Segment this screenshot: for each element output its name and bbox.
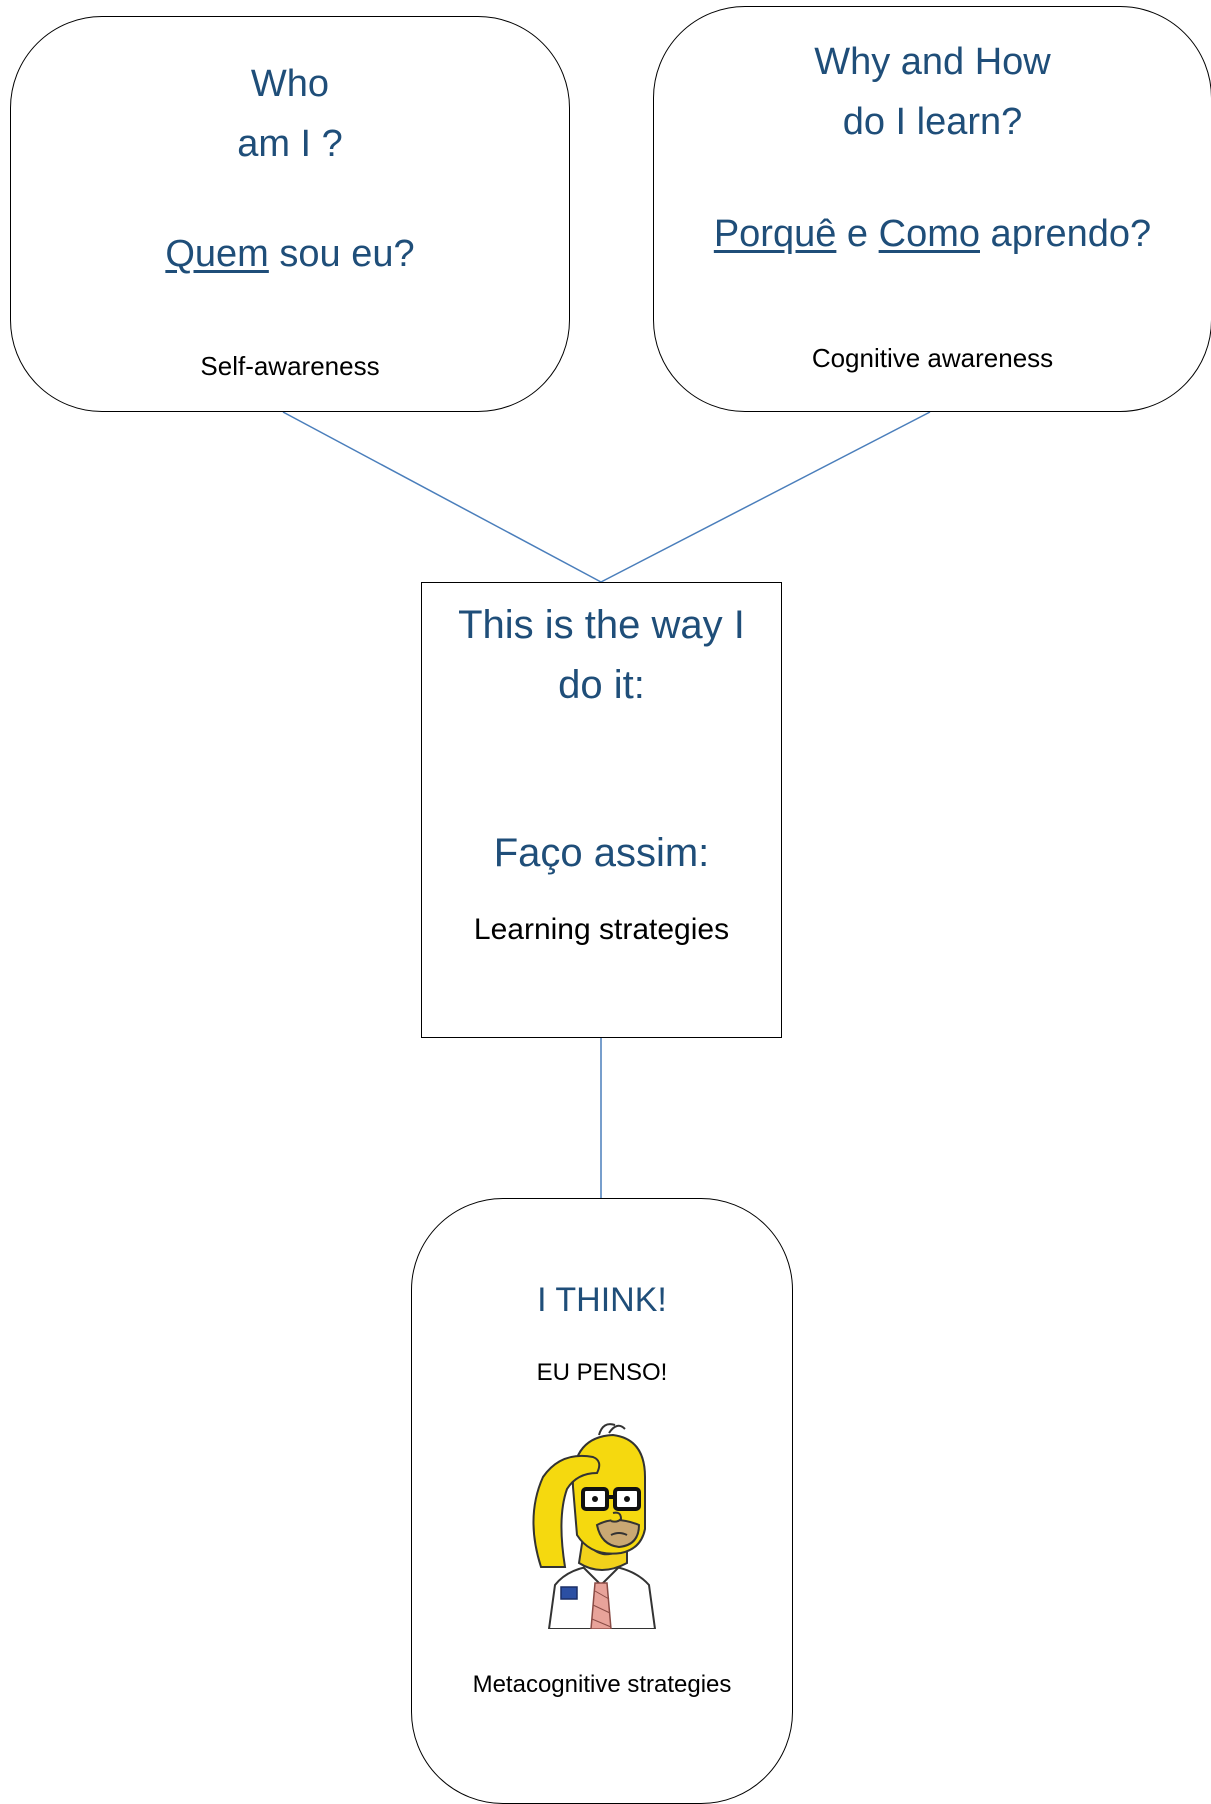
why-line-2: do I learn?: [842, 101, 1023, 143]
i-think-heading: I THINK!: [537, 1281, 667, 1319]
way-portuguese-text: Faço assim:: [493, 831, 710, 875]
who-am-i-box: Who am I ? Quem sou eu? Self-awareness: [10, 16, 570, 412]
who-pt-rest: sou eu?: [268, 233, 415, 275]
way-line-1: This is the way I: [458, 603, 745, 647]
connector-why-to-way: [600, 411, 931, 583]
who-line-2: am I ?: [237, 123, 343, 165]
cognitive-awareness-label: Cognitive awareness: [811, 343, 1054, 373]
way-line-2: do it:: [558, 663, 645, 707]
self-awareness-label: Self-awareness: [200, 351, 380, 381]
who-portuguese-question: Quem sou eu?: [11, 233, 569, 276]
why-pt-rest: aprendo?: [980, 213, 1152, 255]
eu-penso-text: EU PENSO!: [536, 1359, 668, 1386]
why-and-how-box: Why and How do I learn? Porquê e Como ap…: [653, 6, 1211, 412]
why-portuguese-question: Porquê e Como aprendo?: [654, 213, 1211, 256]
connector-who-to-way: [282, 411, 602, 583]
metacognitive-strategies-label: Metacognitive strategies: [472, 1671, 732, 1698]
who-pt-underlined-word: Quem: [165, 233, 269, 275]
learning-strategies-label: Learning strategies: [473, 913, 730, 946]
why-pt-underlined-word-2: Como: [878, 213, 980, 255]
thinking-cartoon-figure-icon: [532, 1423, 657, 1629]
who-line-1: Who: [250, 63, 330, 105]
why-line-1: Why and How: [814, 41, 1051, 83]
why-pt-mid: e: [836, 213, 879, 255]
i-think-box: I THINK! EU PENSO! Metacognitive strateg…: [411, 1198, 793, 1804]
way-i-do-it-box: This is the way I do it: Faço assim: Lea…: [421, 582, 782, 1038]
why-pt-underlined-word-1: Porquê: [713, 213, 837, 255]
